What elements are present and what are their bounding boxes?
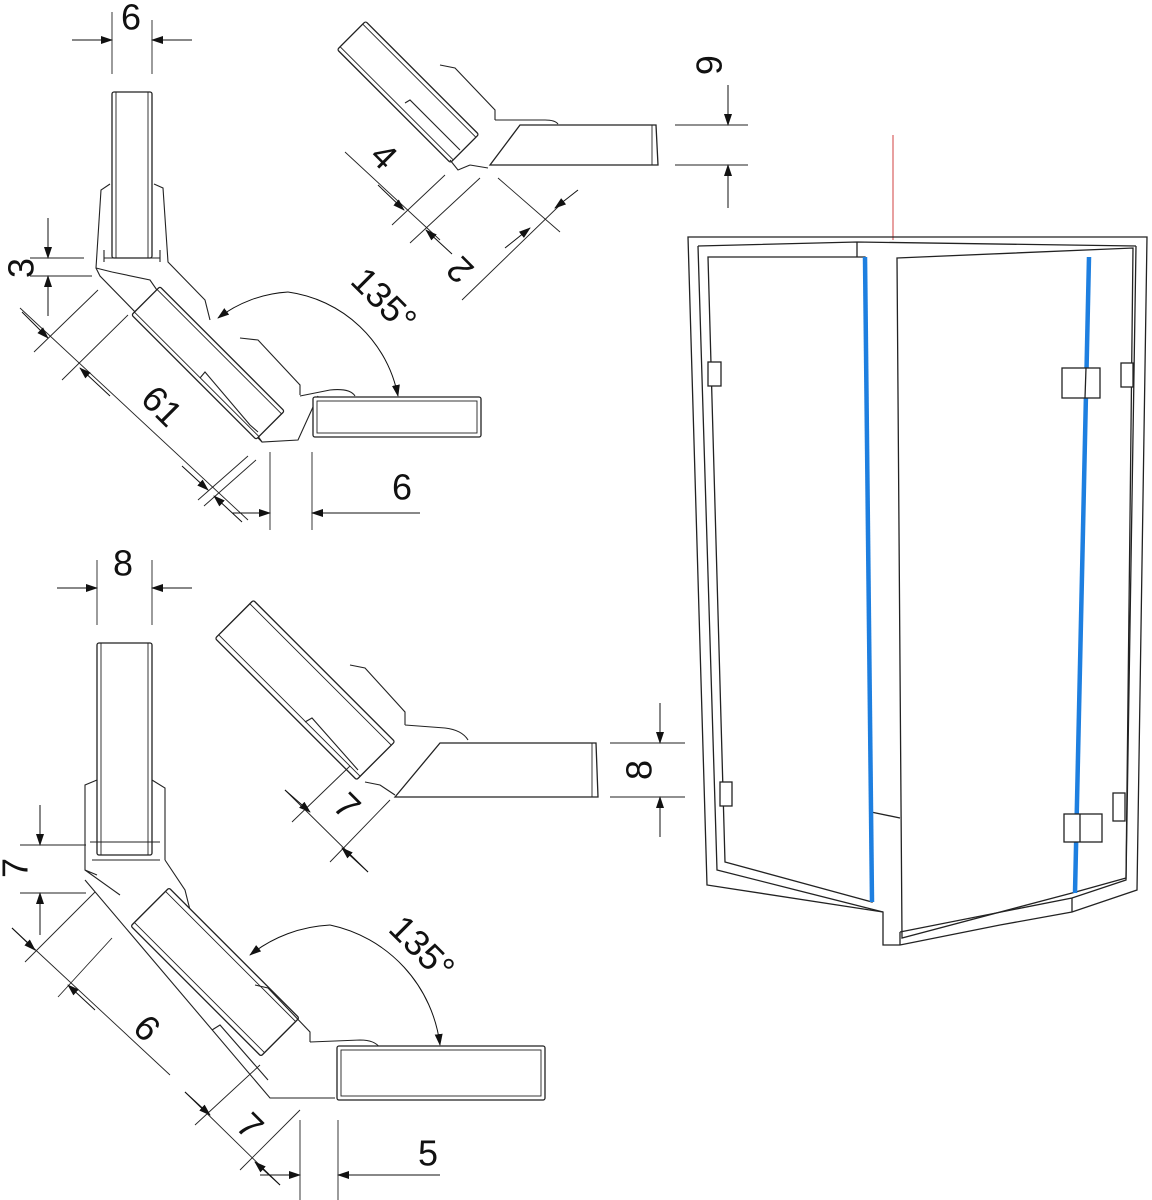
shower-enclosure — [687, 135, 1148, 946]
seal-highlight-right — [1072, 256, 1092, 894]
glass-horizontal — [393, 742, 599, 798]
dim-diagonal-7: 7 — [184, 1064, 301, 1186]
seal-highlight-left — [862, 256, 875, 903]
profile-d: 8 7 — [215, 600, 685, 873]
glass-vertical — [111, 91, 153, 259]
dim-seal-depth: 7 — [0, 805, 86, 935]
svg-text:7: 7 — [0, 858, 36, 878]
svg-text:3: 3 — [1, 258, 42, 278]
svg-text:6: 6 — [392, 467, 412, 508]
dim-bottom-width: 5 — [260, 1120, 440, 1200]
glass-diagonal — [215, 600, 395, 780]
glass-horizontal — [488, 124, 659, 166]
dim-diagonal: 61 — [19, 289, 257, 523]
svg-text:4: 4 — [363, 134, 406, 177]
svg-text:5: 5 — [418, 1133, 438, 1174]
svg-text:2: 2 — [438, 249, 481, 292]
dim-diagonal-7: 7 — [284, 765, 391, 873]
svg-text:61: 61 — [133, 377, 190, 434]
dim-bottom-width: 6 — [232, 452, 420, 530]
svg-text:6: 6 — [688, 55, 729, 75]
svg-text:7: 7 — [326, 784, 369, 827]
glass-diagonal — [337, 21, 479, 163]
glass-horizontal — [312, 396, 482, 438]
glass-horizontal — [336, 1045, 546, 1101]
glass-diagonal — [131, 286, 285, 440]
dim-seal-depth: 3 — [1, 218, 92, 316]
profile-a: 6 3 61 135° 6 — [1, 0, 482, 530]
glass-vertical — [96, 642, 153, 856]
hinge — [1063, 813, 1103, 843]
hinges — [707, 361, 1134, 843]
svg-text:6: 6 — [121, 0, 141, 38]
hinge — [719, 781, 733, 807]
dim-top-width: 8 — [57, 543, 192, 625]
hinge — [707, 361, 722, 387]
dim-top-width: 6 — [72, 0, 192, 74]
svg-text:135°: 135° — [381, 907, 463, 989]
right-door — [896, 247, 1134, 939]
outer-frame — [687, 236, 1148, 946]
dim-glass-thickness: 8 — [610, 703, 685, 837]
hinge — [1112, 792, 1126, 822]
svg-text:8: 8 — [619, 760, 660, 780]
svg-text:8: 8 — [113, 543, 133, 584]
hinge — [1061, 367, 1101, 399]
hinge — [1120, 362, 1134, 388]
svg-text:135°: 135° — [343, 259, 425, 341]
svg-text:6: 6 — [126, 1006, 169, 1049]
dim-glass-thickness: 6 — [675, 55, 748, 208]
glass-diagonal — [131, 888, 299, 1056]
seal-clip — [95, 183, 211, 321]
profile-b: 6 4 2 — [337, 21, 748, 301]
